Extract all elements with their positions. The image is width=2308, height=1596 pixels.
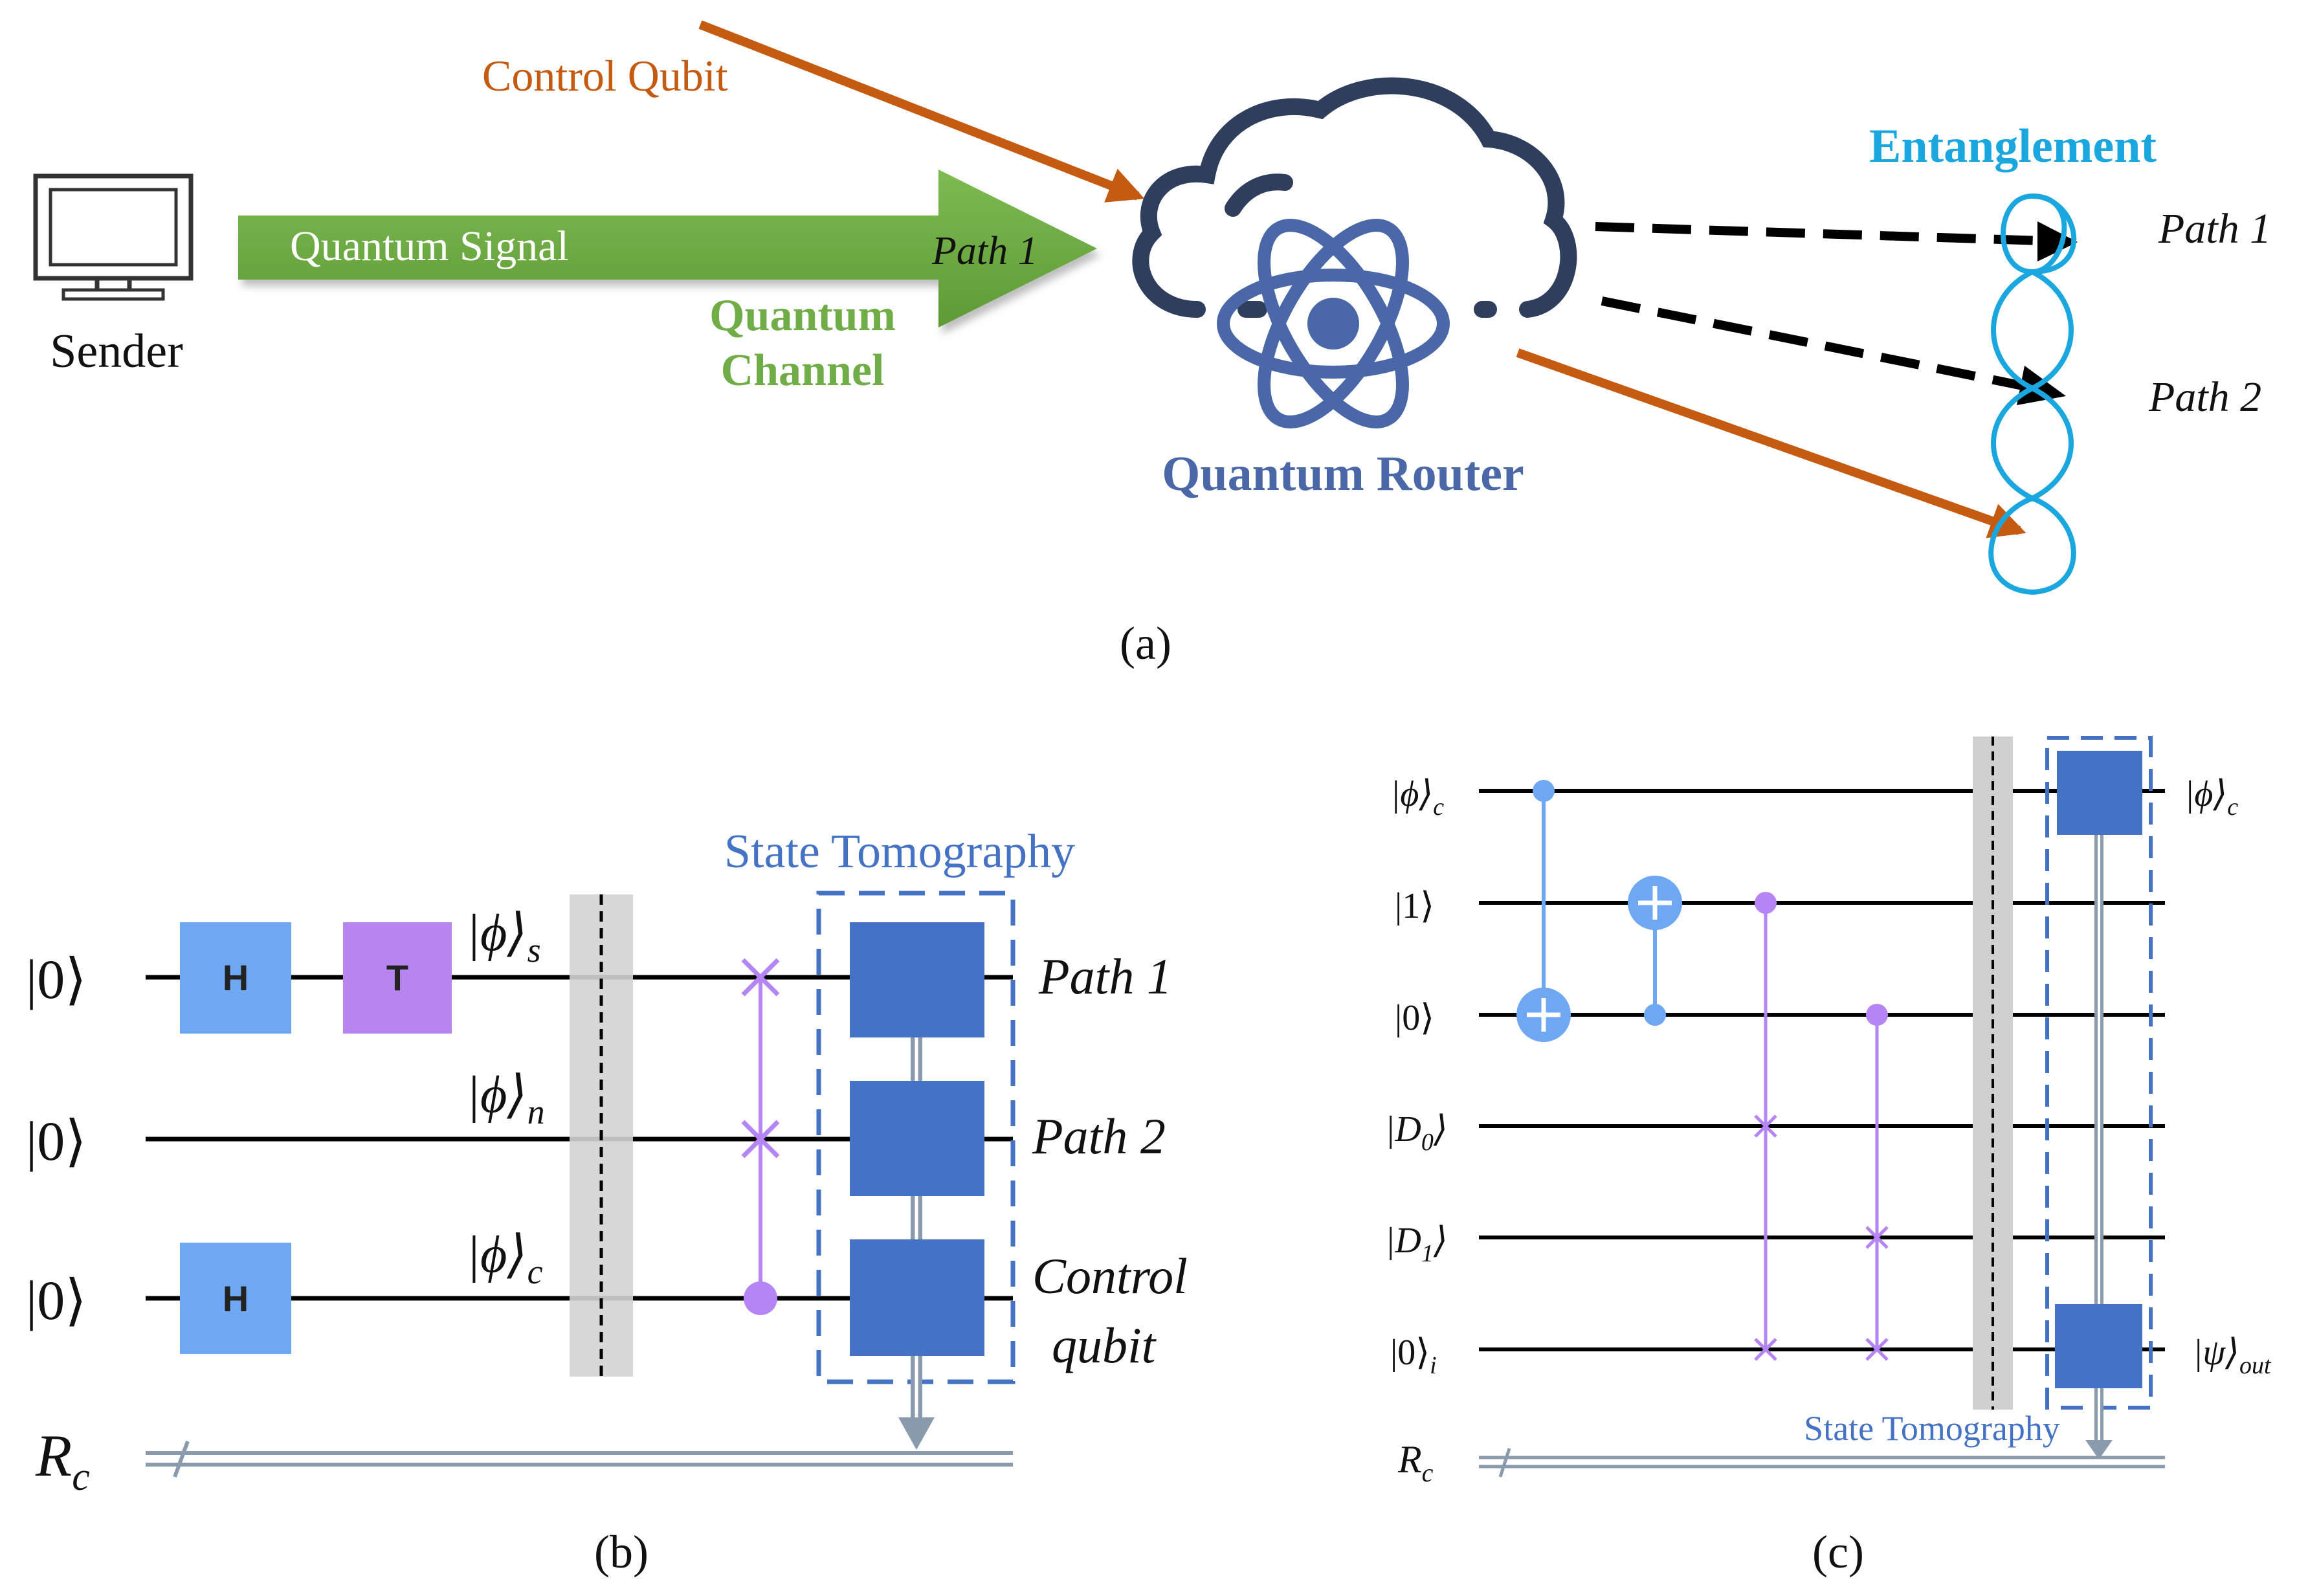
control-dot [1755, 892, 1777, 914]
quantum-channel-line1: Quantum [709, 291, 896, 340]
qubit-input-label: |0⟩ [26, 1110, 87, 1172]
state-label: |ϕ⟩s [466, 905, 541, 970]
cnot-target-icon [1628, 876, 1682, 930]
entanglement-label: Entanglement [1869, 120, 2157, 173]
measurement-block [850, 1239, 984, 1356]
state-label: |ϕ⟩c [466, 1226, 543, 1291]
caption-b: (b) [594, 1526, 649, 1578]
output-path1-arrow [1595, 221, 2078, 261]
quantum-channel-line2: Channel [721, 346, 885, 395]
state-label: |ϕ⟩n [466, 1067, 545, 1131]
qubit-input-label: |D0⟩ [1385, 1109, 1448, 1156]
panel-b-title: State Tomography [724, 825, 1075, 878]
measurement-block [850, 922, 984, 1037]
qubit-input-label: |D1⟩ [1385, 1221, 1448, 1267]
control-dot [1866, 1004, 1888, 1026]
measurement-arrow-icon [2085, 1440, 2113, 1459]
output-control-label: qubit [1052, 1317, 1157, 1373]
path1-label: Path 1 [2158, 205, 2271, 252]
hadamard-gate-label: H [223, 957, 249, 998]
quantum-signal-label: Quantum Signal [290, 223, 569, 270]
swap-x-icon [1865, 1226, 1889, 1361]
t-gate-label: T [386, 957, 408, 998]
control-dot [744, 1281, 777, 1315]
measurement-block [2057, 751, 2142, 835]
panel-a: Sender Quantum Signal Path 1 Quantum Cha… [33, 20, 2271, 669]
swap-x-icon [741, 958, 780, 1158]
quantum-signal-arrow [238, 170, 1097, 327]
cloud-icon [1132, 77, 1577, 318]
qubit-input-label: |0⟩ [1395, 998, 1434, 1038]
control-dot [1533, 780, 1555, 802]
panel-b: State Tomography |0⟩ |0⟩ |0⟩ Rc H H T |ϕ… [26, 825, 1188, 1578]
caption-c: (c) [1812, 1526, 1864, 1578]
hadamard-gate-label: H [223, 1278, 249, 1319]
t-gate [343, 922, 452, 1034]
measurement-block [2055, 1304, 2142, 1388]
output-path1-label: Path 1 [1038, 948, 1172, 1004]
tomography-label: State Tomography [1804, 1409, 2060, 1448]
router-label: Quantum Router [1162, 447, 1524, 501]
arrow-path-label: Path 1 [931, 229, 1038, 273]
register-slash [1498, 1448, 1511, 1478]
hadamard-gate [180, 922, 291, 1034]
qubit-input-label: |ϕ⟩c [1390, 774, 1444, 821]
control-output-arrow [1516, 348, 2026, 538]
qubit-input-label: |1⟩ [1395, 886, 1434, 926]
path2-label: Path 2 [2148, 373, 2261, 421]
atom-icon [1217, 219, 1450, 428]
control-qubit-label: Control Qubit [482, 51, 728, 100]
cnot-target-icon [1516, 988, 1571, 1042]
output-label: |ϕ⟩c [2184, 774, 2238, 821]
caption-a: (a) [1120, 617, 1171, 669]
control-dot [1644, 1004, 1666, 1026]
measurement-block [850, 1081, 984, 1196]
output-path2-label: Path 2 [1032, 1108, 1166, 1164]
qubit-input-label: |0⟩i [1390, 1333, 1437, 1379]
panel-c: |ϕ⟩c |1⟩ |0⟩ |D0⟩ |D1⟩ |0⟩i Rc [1385, 736, 2272, 1578]
register-label: Rc [35, 1423, 90, 1499]
qubit-input-label: |0⟩ [26, 1269, 87, 1331]
qubit-input-label: |0⟩ [26, 948, 87, 1010]
hadamard-gate [180, 1243, 291, 1354]
register-label: Rc [1397, 1438, 1434, 1487]
monitor-icon [33, 173, 194, 301]
output-control-label: Control [1032, 1248, 1188, 1304]
output-label: |ψ⟩out [2193, 1333, 2272, 1379]
control-qubit-arrow [698, 20, 1145, 203]
measurement-arrow-icon [898, 1417, 935, 1450]
register-slash [173, 1440, 190, 1478]
swap-x-icon [1754, 1114, 1777, 1361]
entanglement-chain-icon [1988, 193, 2077, 595]
sender-label: Sender [50, 325, 183, 378]
